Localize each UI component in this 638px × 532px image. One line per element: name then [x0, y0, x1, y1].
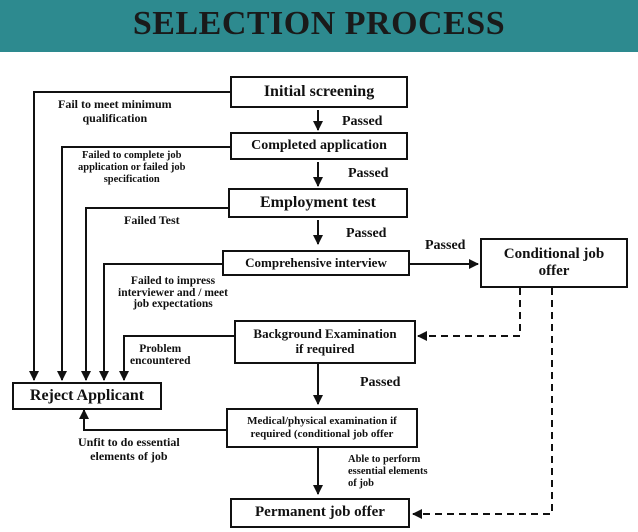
medical-line2: required (conditional job offer: [250, 428, 394, 440]
completed-application-text: Completed application: [251, 137, 387, 153]
medical-line1: Medical/physical examination if: [247, 415, 397, 428]
able-line1: Able to perform: [348, 454, 421, 465]
fail-minimum-label: Fail to meet minimum qualification: [58, 97, 172, 126]
failed-application-label: Failed to complete job application or fa…: [78, 150, 185, 186]
failed-impress-line2: interviewer and / meet: [118, 286, 228, 299]
unfit-line2: elements of job: [90, 448, 168, 463]
comprehensive-interview-box: Comprehensive interview: [222, 250, 410, 276]
reject-applicant-text: Reject Applicant: [29, 386, 145, 404]
conditional-offer-line1: Conditional job: [503, 245, 605, 262]
failed-application-line1: Failed to complete job: [82, 150, 182, 161]
able-line2: essential elements: [348, 466, 428, 478]
conditional-offer-box: Conditional job offer: [480, 238, 628, 288]
failed-impress-line3: job expectations: [133, 298, 213, 310]
title-banner: [0, 0, 638, 52]
initial-screening-text: Initial screening: [263, 82, 375, 100]
able-line3: of job: [348, 478, 374, 490]
reject-line-application: [57, 146, 230, 381]
problem-line1: Problem: [139, 343, 182, 355]
passed-label-3: Passed: [346, 226, 387, 241]
failed-application-line2: application or failed job: [78, 162, 186, 174]
failed-application-line3: specification: [103, 174, 160, 186]
reject-line-medical: [79, 409, 226, 431]
problem-encountered-label: Problem encountered: [130, 343, 191, 367]
dashed-line-offer-to-permanent: [412, 288, 553, 519]
background-examination-box: Background Examination if required: [234, 320, 416, 364]
diagram-title: SELECTION PROCESS: [132, 5, 506, 42]
able-to-perform-label: Able to perform essential elements of jo…: [348, 454, 428, 490]
dashed-line-offer-to-background: [417, 288, 521, 341]
reject-line-screening: [29, 91, 230, 381]
permanent-offer-text: Permanent job offer: [255, 504, 385, 521]
reject-applicant-box: Reject Applicant: [12, 382, 162, 410]
unfit-line1: Unfit to do essential: [78, 435, 180, 449]
unfit-label: Unfit to do essential elements of job: [78, 435, 180, 464]
medical-examination-box: Medical/physical examination if required…: [226, 408, 418, 448]
failed-impress-line1: Failed to impress: [130, 275, 216, 287]
conditional-offer-line2: offer: [538, 263, 570, 279]
employment-test-text: Employment test: [260, 193, 376, 211]
completed-application-box: Completed application: [230, 132, 408, 160]
comprehensive-interview-text: Comprehensive interview: [245, 254, 387, 270]
failed-test-label: Failed Test: [124, 213, 180, 227]
failed-impress-label: Failed to impress interviewer and / meet…: [118, 275, 228, 311]
employment-test-box: Employment test: [228, 188, 408, 218]
reject-line-test: [81, 207, 228, 381]
background-line1: Background Examination: [253, 326, 397, 342]
fail-minimum-line2: qualification: [82, 110, 148, 125]
initial-screening-box: Initial screening: [230, 76, 408, 108]
passed-label-5: Passed: [360, 375, 401, 390]
background-line2: if required: [295, 341, 355, 356]
passed-label-2: Passed: [348, 166, 389, 181]
reject-line-interview: [99, 263, 222, 381]
problem-line2: encountered: [130, 354, 191, 367]
passed-label-4: Passed: [425, 238, 466, 253]
reject-line-background: [119, 335, 234, 381]
fail-minimum-line1: Fail to meet minimum: [58, 97, 172, 111]
permanent-offer-box: Permanent job offer: [230, 498, 410, 528]
passed-label-1: Passed: [342, 114, 383, 129]
